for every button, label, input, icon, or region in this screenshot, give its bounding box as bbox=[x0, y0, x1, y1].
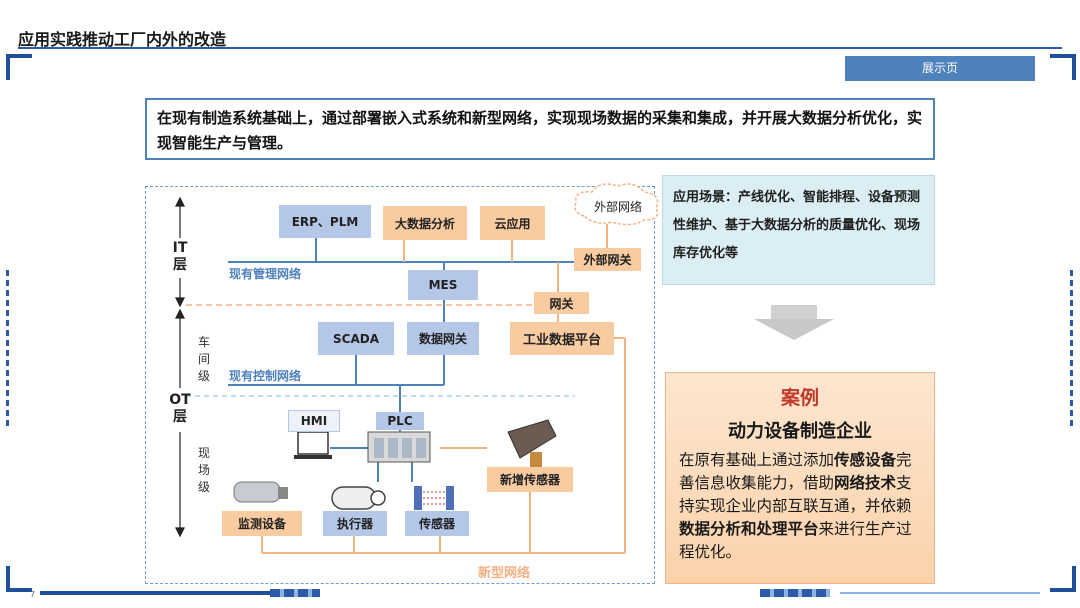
sensor-box: 传感器 bbox=[405, 511, 469, 536]
down-arrow bbox=[754, 305, 834, 340]
scenario-text: 应用场景：产线优化、智能排程、设备预测性维护、基于大数据分析的质量优化、现场库存… bbox=[673, 190, 921, 261]
footer-decoration-line bbox=[840, 592, 1040, 594]
new-sensor-icon bbox=[507, 419, 557, 468]
intro-box: 在现有制造系统基础上，通过部署嵌入式系统和新型网络，实现现场数据的采集和集成，并… bbox=[145, 98, 935, 160]
actuator-box: 执行器 bbox=[323, 511, 387, 536]
new-sensor-box: 新增传感器 bbox=[487, 467, 573, 492]
external-gateway-box: 外部网关 bbox=[574, 248, 641, 271]
it-layer-label: IT 层 bbox=[168, 240, 192, 274]
footer-decoration-right bbox=[760, 589, 830, 597]
field-level-label: 现 场 级 bbox=[198, 446, 211, 494]
ot-label-line1: OT bbox=[169, 392, 191, 408]
plc-device-icon bbox=[367, 431, 431, 463]
case-body: 在原有基础上通过添加传感设备完善信息收集能力，借助网络技术支持实现企业内部互联互… bbox=[679, 449, 925, 564]
case-title: 案例 bbox=[780, 387, 819, 409]
case-box: 案例 动力设备制造企业 在原有基础上通过添加传感设备完善信息收集能力，借助网络技… bbox=[665, 372, 935, 584]
bigdata-box: 大数据分析 bbox=[383, 206, 467, 240]
it-label-line1: IT bbox=[172, 240, 188, 256]
new-network-label: 新型网络 bbox=[478, 566, 531, 581]
mgmt-network-lines bbox=[228, 238, 575, 322]
cloud-app-box: 云应用 bbox=[480, 206, 545, 240]
footer-decoration-left bbox=[40, 591, 270, 595]
new-network-lines bbox=[261, 224, 626, 554]
scada-box: SCADA bbox=[318, 322, 394, 355]
ctrl-network-label: 现有控制网络 bbox=[229, 369, 302, 383]
camera-icon bbox=[233, 481, 288, 503]
intro-text: 在现有制造系统基础上，通过部署嵌入式系统和新型网络，实现现场数据的采集和集成，并… bbox=[157, 109, 923, 152]
workshop-level-label: 车 间 级 bbox=[198, 335, 211, 383]
showcase-badge: 展示页 bbox=[845, 56, 1035, 81]
scenario-box: 应用场景：产线优化、智能排程、设备预测性维护、基于大数据分析的质量优化、现场库存… bbox=[662, 175, 935, 285]
cloud-shape bbox=[574, 183, 659, 226]
case-text-2: 完善信息收集能力，借助 bbox=[679, 451, 912, 492]
hmi-monitor-icon bbox=[294, 431, 332, 459]
external-network-label: 外部网络 bbox=[593, 199, 642, 214]
gateway-box: 网关 bbox=[534, 292, 589, 314]
plc-label: PLC bbox=[376, 412, 424, 430]
it-label-line2: 层 bbox=[173, 257, 187, 273]
case-text-4: 来进行生产过程优化。 bbox=[679, 520, 912, 561]
actuator-icon bbox=[331, 486, 386, 510]
monitor-device-box: 监测设备 bbox=[222, 511, 302, 536]
corner-top-right bbox=[1050, 54, 1076, 80]
case-text-3: 支持实现企业内部互联互通，并依赖 bbox=[679, 474, 912, 515]
case-bold-3: 数据分析和处理平台 bbox=[679, 520, 819, 538]
sensor-icon bbox=[414, 486, 454, 510]
case-bold-2: 网络技术 bbox=[834, 474, 897, 492]
ot-layer-label: OT 层 bbox=[166, 392, 194, 426]
page-number: 7 bbox=[30, 590, 36, 599]
ot-label-line2: 层 bbox=[173, 409, 187, 425]
architecture-diagram bbox=[145, 186, 655, 584]
data-gateway-box: 数据网关 bbox=[407, 322, 479, 355]
title-underline bbox=[18, 47, 1062, 49]
hmi-label: HMI bbox=[288, 410, 340, 432]
right-side-decoration bbox=[1070, 270, 1073, 430]
corner-bottom-right bbox=[1050, 566, 1076, 592]
ctrl-network-lines bbox=[228, 355, 445, 482]
erp-plm-box: ERP、PLM bbox=[279, 205, 371, 238]
corner-bottom-left bbox=[6, 566, 32, 592]
level-axis bbox=[175, 196, 185, 538]
industrial-data-platform-box: 工业数据平台 bbox=[510, 322, 614, 355]
mes-box: MES bbox=[408, 270, 478, 300]
mgmt-network-label: 现有管理网络 bbox=[229, 267, 302, 281]
corner-top-left bbox=[6, 54, 32, 80]
page-title: 应用实践推动工厂内外的改造 bbox=[18, 30, 227, 49]
case-text-1: 在原有基础上通过添加 bbox=[679, 451, 835, 469]
left-side-decoration bbox=[6, 270, 9, 430]
footer-decoration-stripe bbox=[270, 589, 320, 597]
case-subtitle: 动力设备制造企业 bbox=[728, 421, 872, 442]
case-bold-1: 传感设备 bbox=[834, 451, 897, 469]
